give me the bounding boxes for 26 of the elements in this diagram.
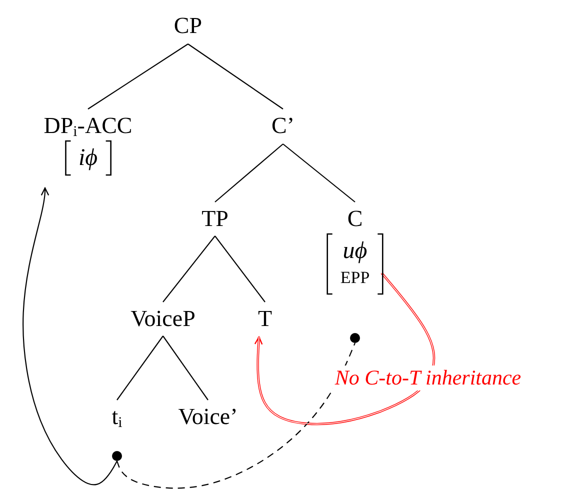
movement-arrow [22, 187, 118, 486]
dot-marker [112, 451, 122, 461]
category-label: VoiceP [130, 305, 196, 333]
category-label: C’ [272, 112, 294, 140]
tree-branch [214, 144, 284, 202]
category-label: t$_{i}$ [112, 403, 122, 431]
tree-branch [116, 336, 164, 400]
category-label: C [347, 205, 363, 233]
feature-text: uϕ [342, 237, 368, 265]
category-label: TP [202, 205, 228, 233]
edge-label: No C-to-T inheritance [332, 366, 524, 390]
tree-branch [282, 144, 356, 202]
category-label: Voice’ [178, 403, 238, 431]
feature-text: iϕ [78, 144, 98, 172]
tree-branch [214, 236, 266, 302]
dot-marker [350, 333, 360, 343]
category-label: CP [174, 12, 202, 40]
category-label: T [258, 305, 272, 333]
tree-branch [162, 236, 216, 302]
tree-branch [88, 44, 188, 110]
double-arrow [254, 272, 436, 426]
tree-branch [162, 336, 208, 400]
tree-branch [188, 44, 284, 110]
feature-text: EPP [340, 267, 370, 289]
dashed-connector [116, 342, 356, 489]
category-label: DP$_{i}$-ACC [44, 112, 132, 140]
